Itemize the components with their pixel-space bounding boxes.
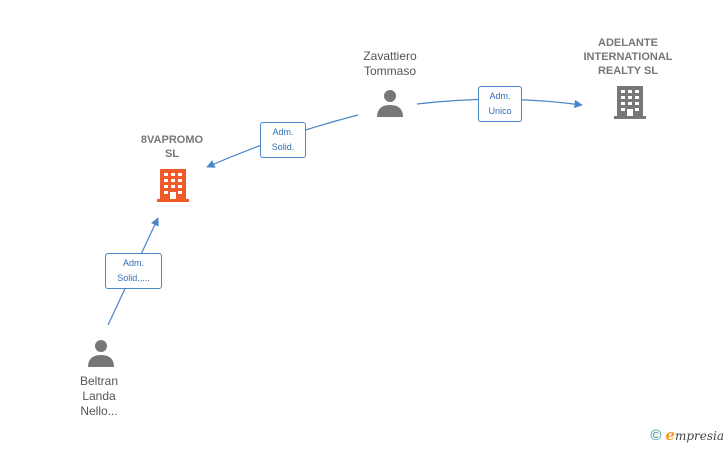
brand-logo: empresia (665, 426, 724, 444)
node-label-vapromo[interactable]: 8VAPROMO SL (140, 134, 204, 160)
edge-label-adm-unico[interactable]: Adm. Unico (478, 86, 522, 122)
edge-label-adm-solid[interactable]: Adm. Solid. (260, 122, 306, 158)
node-label-zavattiero[interactable]: Zavattiero Tommaso (363, 49, 417, 78)
node-label-beltran[interactable]: Beltran Landa Nello... (79, 374, 119, 418)
person-icon[interactable] (375, 88, 405, 118)
node-label-adelante[interactable]: ADELANTE INTERNATIONAL REALTY SL (583, 37, 673, 77)
copyright-icon: © (650, 426, 662, 444)
person-icon[interactable] (86, 338, 116, 368)
building-icon[interactable] (614, 84, 646, 120)
building-icon[interactable] (157, 167, 189, 203)
brand-footer: © empresia (650, 426, 724, 444)
edge-label-adm-solid-more[interactable]: Adm. Solid.,... (105, 253, 162, 289)
